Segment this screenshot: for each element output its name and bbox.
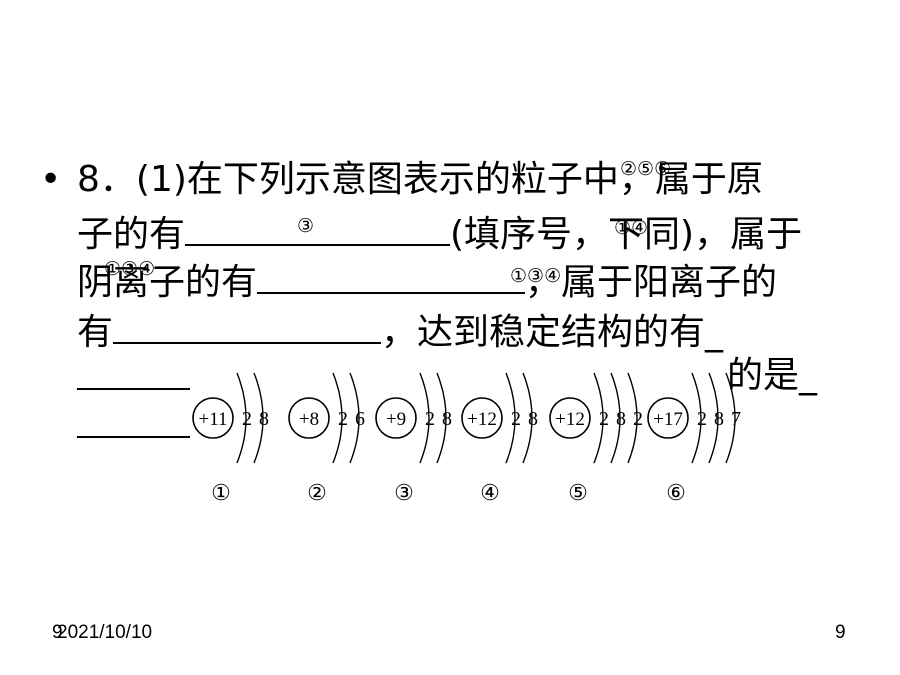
line2-text-a: 子的有 <box>77 214 186 255</box>
atom-label: ⑤ <box>568 480 588 505</box>
shell-electron-count: 2 <box>338 408 348 430</box>
shell-electron-count: 8 <box>616 408 626 430</box>
line4-text-a: 有 <box>77 312 114 353</box>
footer-date: 2021/10/10 <box>57 622 153 643</box>
nucleus-circle <box>375 397 417 439</box>
question-line-2: 子的有 (填序号，下同)，属于 <box>77 210 802 255</box>
shell-electron-count: 8 <box>528 408 538 430</box>
shell-electron-count: 2 <box>511 408 521 430</box>
shell-electron-count: 2 <box>633 408 643 430</box>
answer-cations: ①④ <box>614 217 649 239</box>
shell-electron-count: 2 <box>697 408 707 430</box>
electron-shell-arc <box>627 372 638 464</box>
answer-blank-atoms[interactable] <box>185 210 451 246</box>
shell-electron-count: 7 <box>731 408 741 430</box>
footer-page-number: 9 <box>835 622 846 643</box>
nucleus-charge: +12 <box>467 409 497 430</box>
nucleus-circle <box>288 397 330 439</box>
line4-tail: _ <box>705 312 724 353</box>
nucleus-charge: +12 <box>555 409 585 430</box>
question-line-3: 阴离子的有 ，属于阳离子的 <box>77 258 777 303</box>
shell-electron-count: 8 <box>714 408 724 430</box>
answer-atoms: ②⑤⑥ <box>620 158 672 180</box>
nucleus-circle <box>461 397 503 439</box>
answer-blank-cations[interactable] <box>113 308 382 344</box>
answer-extra: ①③④ <box>510 265 562 287</box>
nucleus-charge: +17 <box>653 409 683 430</box>
electron-shell-arc <box>236 372 247 464</box>
shell-electron-count: 2 <box>242 408 252 430</box>
shell-electron-count: 2 <box>599 408 609 430</box>
answer-blank-stable[interactable] <box>77 388 190 390</box>
nucleus-circle <box>647 397 689 439</box>
electron-shell-arc <box>253 372 264 464</box>
electron-shell-arc <box>725 372 736 464</box>
nucleus-circle <box>549 397 591 439</box>
electron-shell-arc <box>522 372 533 464</box>
nucleus-circle <box>192 397 234 439</box>
shell-electron-count: 8 <box>442 408 452 430</box>
electron-shell-arc <box>349 372 360 464</box>
answer-anions: ③ <box>297 215 315 237</box>
electron-shell-arc <box>610 372 621 464</box>
shell-electron-count: 6 <box>355 408 365 430</box>
bullet: • <box>40 159 62 200</box>
question-line-4: 有 ，达到稳定结构的有_ <box>77 308 723 353</box>
shell-electron-count: 8 <box>259 408 269 430</box>
nucleus-charge: +9 <box>386 409 406 430</box>
line3-text-a: 阴离子的有 <box>77 262 258 303</box>
atom-label: ③ <box>394 480 414 505</box>
electron-shell-arc <box>419 372 430 464</box>
electron-shell-arc <box>436 372 447 464</box>
electron-shell-arc <box>593 372 604 464</box>
atom-label: ② <box>307 480 327 505</box>
answer-blank-anions[interactable] <box>257 258 526 294</box>
answer-stable: ①③④ <box>104 258 156 280</box>
electron-shell-arc <box>332 372 343 464</box>
answer-blank-extra[interactable] <box>77 436 190 438</box>
nucleus-charge: +8 <box>299 409 319 430</box>
question-line-5-tail: 的是_ <box>727 355 818 396</box>
electron-shell-arc <box>691 372 702 464</box>
electron-shell-arc <box>708 372 719 464</box>
line3-text-b: ，属于阳离子的 <box>525 262 778 303</box>
line4-text-b: ，达到稳定结构的有 <box>381 312 706 353</box>
electron-shell-arc <box>505 372 516 464</box>
line2-text-b: (填序号，下同)，属于 <box>450 214 803 255</box>
footer-page-left: 9 <box>52 622 63 643</box>
shell-electron-count: 2 <box>425 408 435 430</box>
question-line-1: 8．(1)在下列示意图表示的粒子中，属于原 <box>77 159 763 200</box>
atom-label: ④ <box>480 480 500 505</box>
atom-label: ① <box>211 480 231 505</box>
nucleus-charge: +11 <box>198 409 227 430</box>
atom-label: ⑥ <box>666 480 686 505</box>
